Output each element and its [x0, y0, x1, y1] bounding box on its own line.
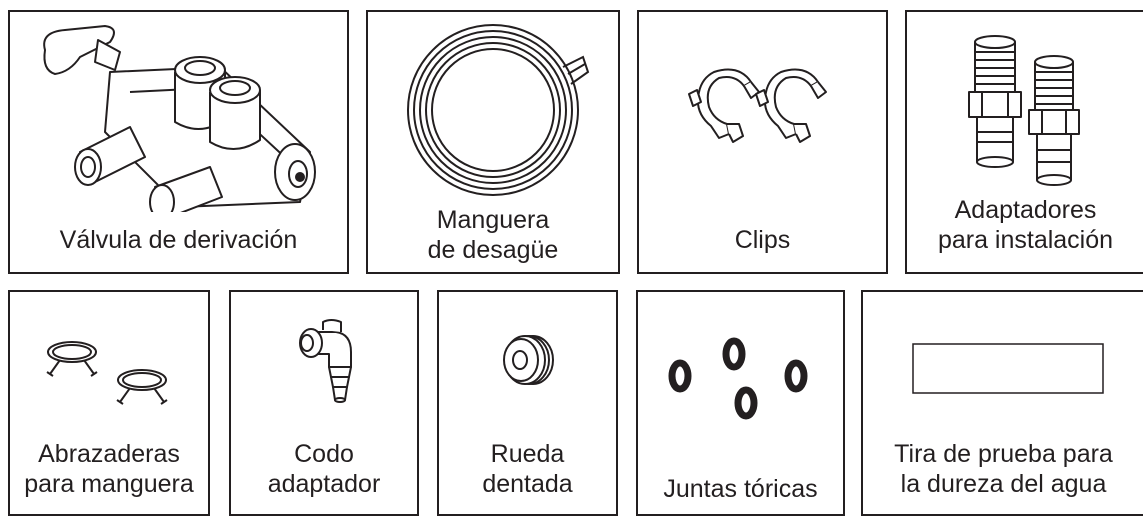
- part-label-line: Tira de prueba para: [894, 440, 1113, 468]
- o-rings-icon: [638, 292, 843, 432]
- part-label-line: Juntas tóricas: [663, 475, 818, 503]
- part-label-line: Adaptadores: [954, 196, 1097, 224]
- part-label-line: adaptador: [267, 470, 381, 498]
- part-label: Tira de prueba para la dureza del agua: [863, 439, 1143, 499]
- part-label-line: para instalación: [937, 226, 1114, 254]
- part-label-line: Abrazaderas: [38, 440, 180, 468]
- part-elbow-adapter: Codo adaptador: [229, 290, 419, 516]
- gear-wheel-icon: [439, 292, 616, 432]
- part-drain-hose: Manguera de desagüe: [366, 10, 620, 274]
- part-label: Válvula de derivación: [10, 225, 347, 255]
- part-installation-adapters: Adaptadores para instalación: [905, 10, 1143, 274]
- part-label-line: Manguera: [436, 206, 550, 234]
- elbow-adapter-icon: [231, 292, 417, 432]
- part-o-rings: Juntas tóricas: [636, 290, 845, 516]
- part-label: Juntas tóricas: [638, 474, 843, 504]
- part-clips: Clips: [637, 10, 888, 274]
- part-label: Clips: [639, 225, 886, 255]
- hose-clamps-icon: [10, 292, 208, 432]
- installation-adapters-icon: [907, 12, 1143, 192]
- part-label-line: la dureza del agua: [900, 470, 1107, 498]
- part-label: Codo adaptador: [231, 439, 417, 499]
- part-label-line: dentada: [482, 470, 573, 498]
- part-label-line: Rueda: [490, 440, 565, 468]
- part-bypass-valve: Válvula de derivación: [8, 10, 349, 274]
- drain-hose-icon: [368, 12, 618, 212]
- part-gear-wheel: Rueda dentada: [437, 290, 618, 516]
- part-test-strip: Tira de prueba para la dureza del agua: [861, 290, 1143, 516]
- part-label: Rueda dentada: [439, 439, 616, 499]
- part-label: Adaptadores para instalación: [907, 195, 1143, 255]
- part-label: Manguera de desagüe: [368, 205, 618, 265]
- test-strip-icon: [863, 292, 1143, 432]
- part-label-line: de desagüe: [427, 236, 559, 264]
- part-hose-clamps: Abrazaderas para manguera: [8, 290, 210, 516]
- bypass-valve-icon: [10, 12, 347, 212]
- part-label-line: Codo: [294, 440, 354, 468]
- part-label: Abrazaderas para manguera: [10, 439, 208, 499]
- part-label-line: para manguera: [24, 470, 194, 498]
- part-label-line: Clips: [734, 226, 791, 254]
- part-label-line: Válvula de derivación: [59, 226, 298, 254]
- clips-icon: [639, 12, 886, 212]
